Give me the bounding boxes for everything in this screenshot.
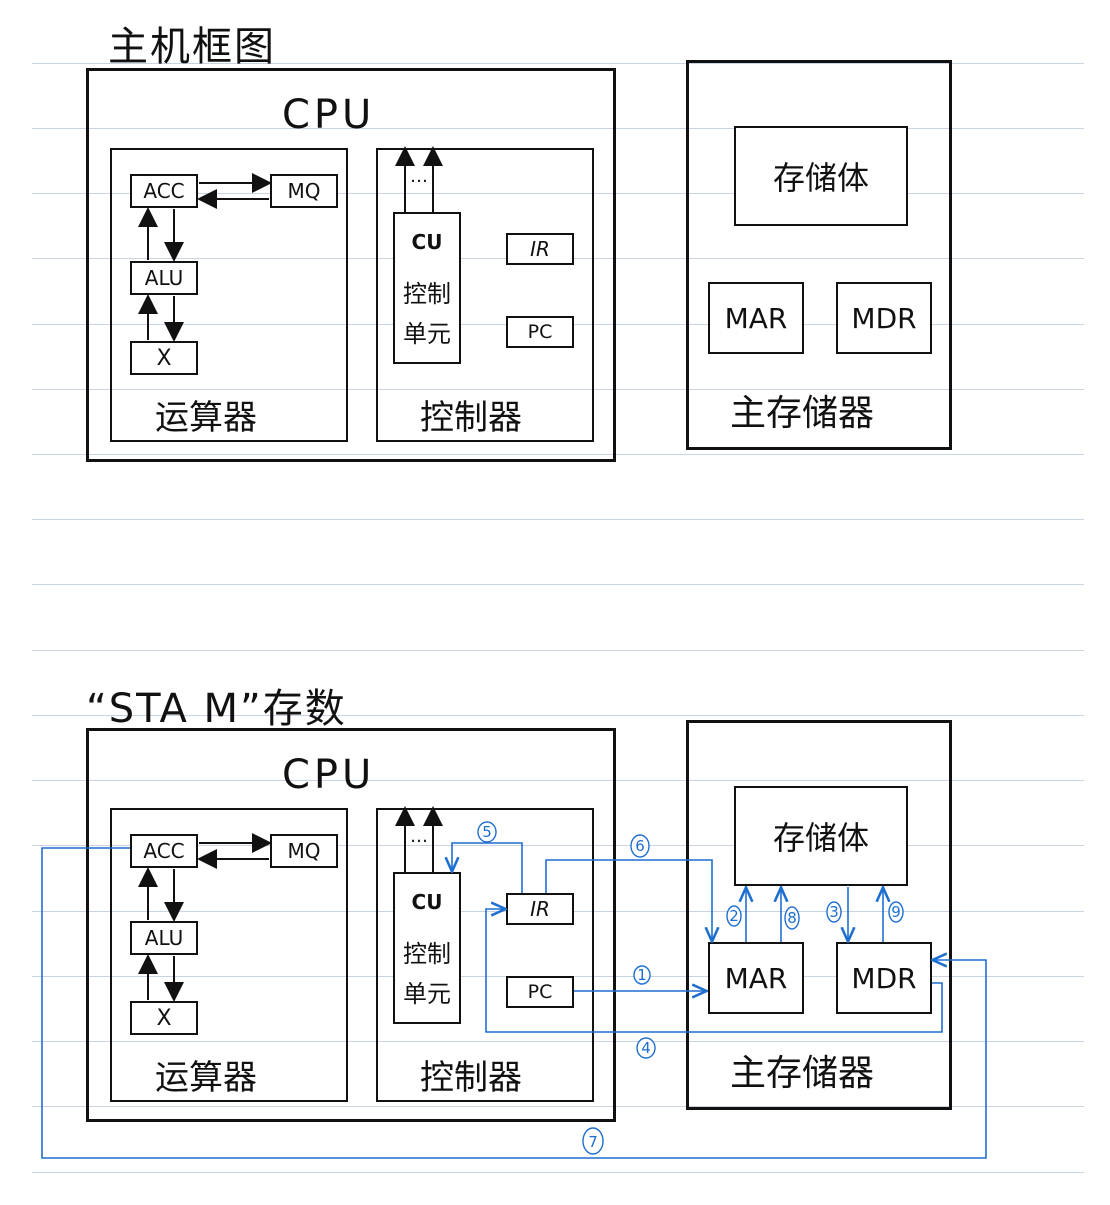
cu-dots: … [410,166,428,187]
step-number-6: 6 [635,837,645,855]
rule-line [32,584,1084,585]
cu-label: CU [411,890,443,914]
alu-unit-label: 运算器 [155,398,257,438]
step-number-7: 7 [588,1133,598,1151]
cu-box: CU 控制 单元 [393,872,461,1024]
ir-register: IR [506,233,574,265]
rule-line [32,715,1084,716]
rule-line [32,1172,1084,1173]
mdr-register: MDR [836,282,932,354]
cpu-box [86,68,616,462]
rule-line [32,650,1084,651]
alu-register: ALU [130,921,198,955]
cu-sub-label-1: 控制 [403,940,451,968]
step-marker-7 [582,1127,604,1155]
step-number-1: 1 [637,966,647,984]
mq-register: MQ [270,834,338,868]
rule-line [32,193,1084,194]
cu-label: CU [411,230,443,254]
mar-register: MAR [708,942,804,1014]
acc-register: ACC [130,834,198,868]
controller-label: 控制器 [420,398,522,438]
diagram1-title: 主机框图 [108,24,276,70]
main-memory-label: 主存储器 [730,393,875,434]
main-memory-label: 主存储器 [730,1053,875,1094]
cu-dots: … [410,826,428,847]
rule-line [32,519,1084,520]
rule-line [32,454,1084,455]
alu-register: ALU [130,261,198,295]
rule-line [32,128,1084,129]
cu-sub-label-2: 单元 [403,320,451,348]
pc-register: PC [506,316,574,348]
mar-register: MAR [708,282,804,354]
cpu-label: CPU [282,752,376,798]
acc-register: ACC [130,174,198,208]
step-marker-1 [633,965,651,985]
ir-register: IR [506,893,574,925]
rule-line [32,63,1084,64]
alu-unit-label: 运算器 [155,1058,257,1098]
rule-line [32,389,1084,390]
main-memory-box [686,60,952,450]
x-register: X [130,1001,198,1035]
step-marker-6 [630,834,650,858]
controller-label: 控制器 [420,1058,522,1098]
rule-line [32,845,1084,846]
cu-sub-label-1: 控制 [403,280,451,308]
mq-register: MQ [270,174,338,208]
cpu-label: CPU [282,92,376,138]
mdr-register: MDR [836,942,932,1014]
memory-body-box: 存储体 [734,786,908,886]
rule-line [32,780,1084,781]
cu-box: CU 控制 单元 [393,212,461,364]
diagram2-title: “STA M”存数 [86,686,347,732]
pc-register: PC [506,976,574,1008]
memory-body-box: 存储体 [734,126,908,226]
x-register: X [130,341,198,375]
alu-unit-box [110,148,348,442]
controller-box [376,148,594,442]
cu-sub-label-2: 单元 [403,980,451,1008]
